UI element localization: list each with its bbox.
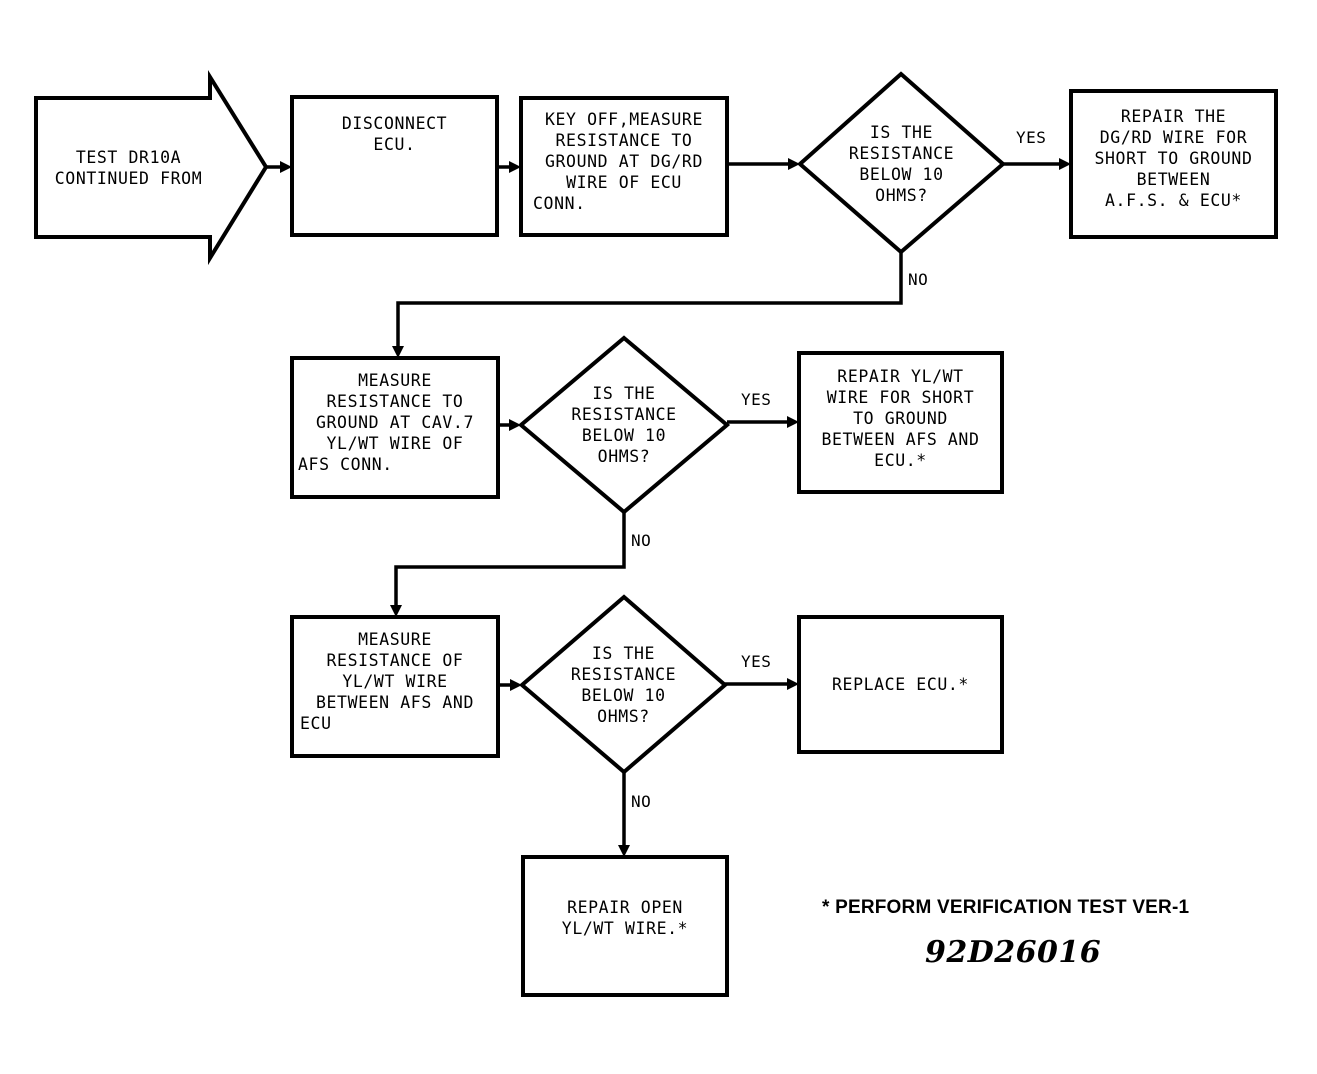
node-decision-2-shape	[517, 335, 731, 515]
node-decision-1-shape	[796, 71, 1007, 255]
node-decision-3-shape	[518, 594, 729, 775]
branch-label-yes-1: YES	[1016, 128, 1047, 147]
branch-label-no-1: NO	[908, 270, 929, 289]
branch-label-no-3: NO	[631, 792, 652, 811]
arrowhead-entry-to-disconnect	[280, 161, 292, 173]
node-entry-shape	[34, 70, 269, 266]
connector-decision-2-no	[394, 512, 626, 609]
node-measure-ylwt-shape	[290, 615, 500, 758]
connector-decision-1-no	[396, 252, 903, 350]
arrowhead-disconnect-to-measure-dgrd	[509, 161, 521, 173]
arrowhead-measure-ylwt-to-decision-3	[510, 679, 522, 691]
node-repair-ylwt-short-shape	[797, 351, 1004, 494]
node-disconnect-shape	[290, 95, 499, 237]
node-repair-dgrd-shape	[1069, 89, 1278, 239]
node-measure-dgrd-shape	[519, 96, 729, 237]
node-measure-cav7-shape	[290, 356, 500, 499]
document-code: 92D26016	[925, 935, 1102, 970]
branch-label-yes-3: YES	[741, 652, 772, 671]
arrowhead-measure-dgrd-to-decision-1	[788, 158, 800, 170]
node-repair-open-ylwt-shape	[521, 855, 729, 997]
arrowhead-measure-cav7-to-decision-2	[509, 419, 521, 431]
arrowhead-decision-1-yes	[1059, 158, 1071, 170]
node-replace-ecu-shape	[797, 615, 1004, 754]
arrowhead-decision-3-no	[618, 845, 630, 857]
arrowhead-decision-3-yes	[787, 678, 799, 690]
branch-label-no-2: NO	[631, 531, 652, 550]
arrowhead-decision-2-yes	[787, 416, 799, 428]
arrowhead-decision-2-no	[390, 605, 402, 617]
arrowhead-decision-1-no	[392, 346, 404, 358]
branch-label-yes-2: YES	[741, 390, 772, 409]
verification-footnote: * PERFORM VERIFICATION TEST VER-1	[822, 897, 1190, 918]
